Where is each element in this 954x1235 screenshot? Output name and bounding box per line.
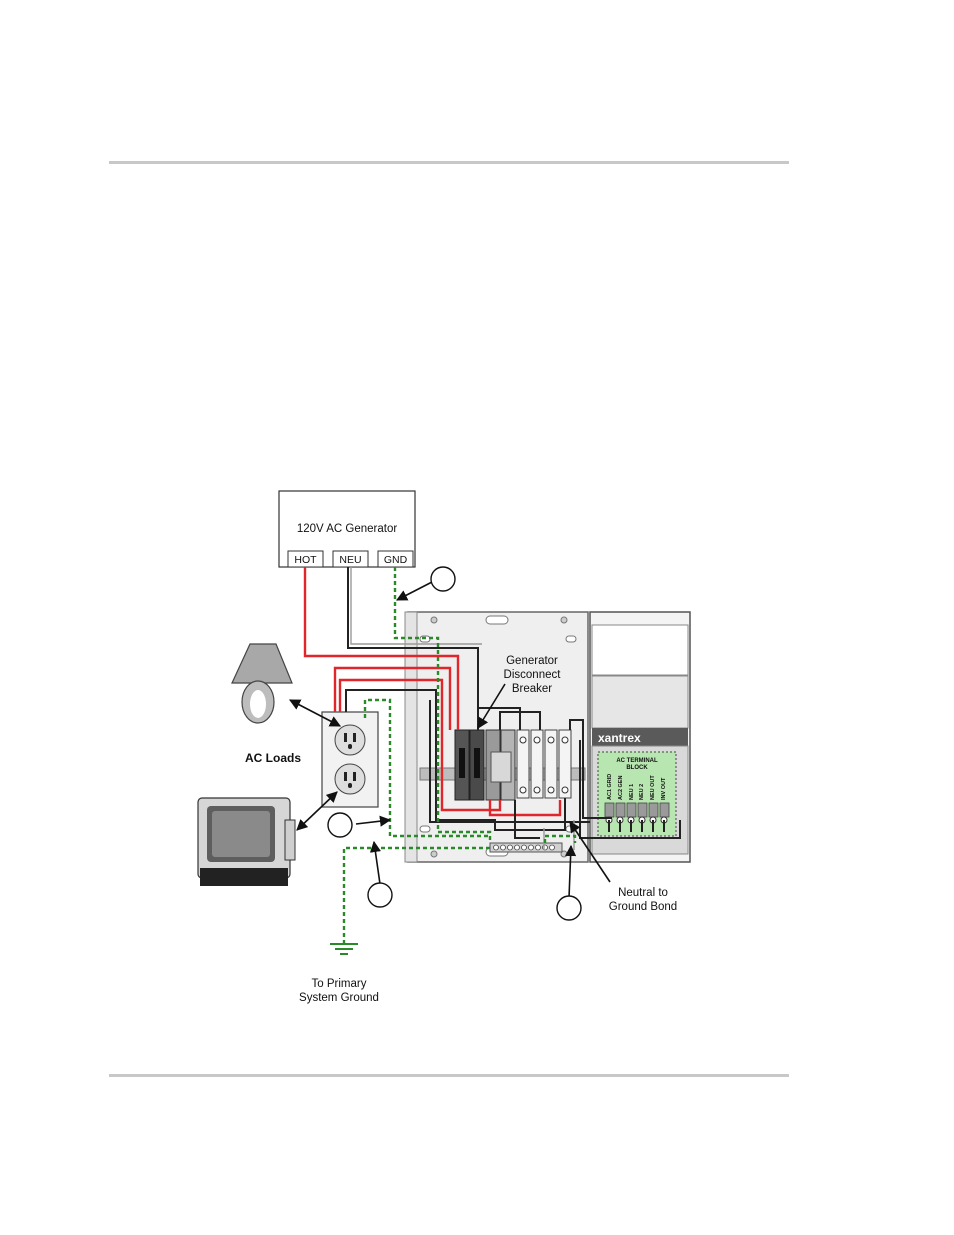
ground-bus-bar (490, 843, 562, 852)
generator-terminal-gnd: GND (384, 554, 408, 566)
ac-terminal-block-title-2: BLOCK (626, 765, 648, 771)
disconnect-panel (405, 612, 588, 862)
terminal-label-ac1-grid: AC1 GRID (607, 774, 613, 800)
terminal-label-ac2-gen: AC2 GEN (618, 776, 624, 800)
television-icon (198, 798, 295, 886)
ac-loads-label: AC Loads (245, 751, 301, 765)
ac-terminal-block-title-1: AC TERMINAL (616, 758, 658, 764)
bond-label-line-2: Ground Bond (609, 901, 677, 913)
terminal-label-neu-out: NEU OUT (650, 775, 656, 800)
breaker-label-line-1: Generator (506, 655, 558, 667)
terminal-label-inv-out: INV OUT (661, 777, 667, 800)
generator: 120V AC Generator HOT NEU GND (279, 491, 415, 567)
callout-circle-1 (431, 567, 455, 591)
callout-circle-4 (557, 896, 581, 920)
bond-label-line-1: Neutral to (618, 887, 668, 899)
callout-circle-2 (328, 813, 352, 837)
ground-label-line-1: To Primary (312, 978, 367, 990)
xantrex-logo: xantrex (598, 731, 641, 745)
generator-terminal-neu: NEU (339, 554, 361, 566)
breaker-label-line-3: Breaker (512, 683, 552, 695)
ground-label-line-2: System Ground (299, 992, 379, 1004)
ac-outlet (322, 712, 378, 807)
inverter-unit: xantrex AC TERMINAL BLOCK AC1 GRID AC2 G… (590, 612, 690, 862)
breaker-label-line-2: Disconnect (504, 669, 562, 681)
generator-terminal-hot: HOT (294, 554, 317, 566)
terminal-label-neu-2: NEU 2 (639, 784, 645, 800)
terminal-label-neu-1: NEU 1 (629, 784, 635, 800)
generator-title: 120V AC Generator (297, 523, 398, 535)
callout-circle-3 (368, 883, 392, 907)
